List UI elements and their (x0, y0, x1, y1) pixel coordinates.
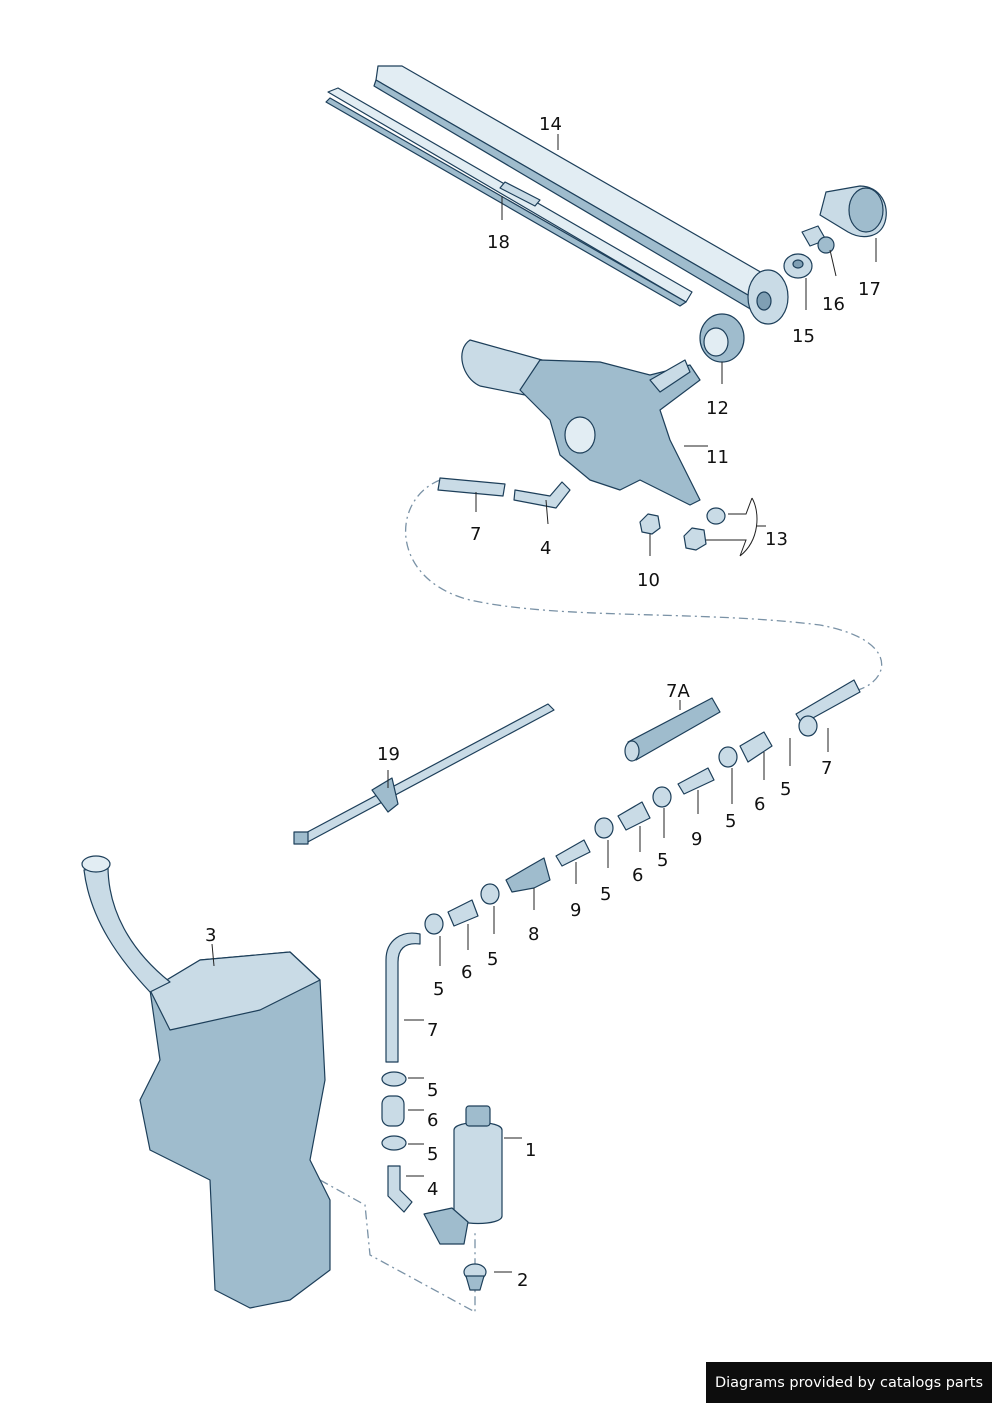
check-valve-9-a[interactable] (677, 767, 715, 795)
connector-6-b[interactable] (617, 801, 651, 831)
bolt-13-lower[interactable] (683, 527, 707, 551)
nut-10[interactable] (639, 513, 661, 535)
cable-tie[interactable] (293, 703, 555, 845)
callout-5-d: 5 (600, 884, 611, 905)
callout-11: 11 (706, 447, 729, 468)
callout-17: 17 (858, 279, 881, 300)
washer-pump[interactable] (423, 1105, 503, 1245)
hose-clamp-5-e[interactable] (480, 883, 500, 905)
callout-6-d: 6 (427, 1110, 438, 1131)
hose-clamp-5-a[interactable] (798, 715, 818, 737)
credit-banner: Diagrams provided by catalogs parts (706, 1362, 992, 1403)
nut-15[interactable] (783, 253, 813, 279)
callout-10: 10 (637, 570, 660, 591)
hose-clamp-5-b[interactable] (718, 746, 738, 768)
callout-9-a: 9 (691, 829, 702, 850)
callout-4-lower: 4 (427, 1179, 438, 1200)
callout-14: 14 (539, 114, 562, 135)
hose-clamp-5-f[interactable] (424, 913, 444, 935)
wiper-blade[interactable] (325, 87, 693, 307)
callout-5-b: 5 (725, 811, 736, 832)
callout-6-c: 6 (461, 962, 472, 983)
callout-5-f: 5 (433, 979, 444, 1000)
washer-fluid-reservoir[interactable] (81, 855, 331, 1309)
hose-clamp-5-g[interactable] (381, 1071, 407, 1087)
callout-12: 12 (706, 398, 729, 419)
callout-19: 19 (377, 744, 400, 765)
callout-15: 15 (792, 326, 815, 347)
callout-5-c: 5 (657, 850, 668, 871)
callout-9-b: 9 (570, 900, 581, 921)
callout-1: 1 (525, 1140, 536, 1161)
callout-6-a: 6 (754, 794, 765, 815)
elbow-connector-4-lower[interactable] (387, 1165, 413, 1213)
check-valve-9-b[interactable] (555, 839, 591, 867)
callout-5-e: 5 (487, 949, 498, 970)
callout-4-upper: 4 (540, 538, 551, 559)
pump-grommet[interactable] (463, 1263, 487, 1291)
hose-clamp-5-d[interactable] (594, 817, 614, 839)
callout-16: 16 (822, 294, 845, 315)
callout-labels: 14 18 17 16 15 12 11 7 4 13 10 7A 19 7 5… (205, 114, 881, 1291)
callout-13: 13 (765, 529, 788, 550)
bolt-13-upper[interactable] (706, 507, 726, 525)
hose-route-line (405, 479, 883, 691)
callout-5-g: 5 (427, 1080, 438, 1101)
callout-6-b: 6 (632, 865, 643, 886)
elbow-connector-4-upper[interactable] (513, 481, 571, 509)
callout-18: 18 (487, 232, 510, 253)
callout-5-a: 5 (780, 779, 791, 800)
hose-clamp-5-c[interactable] (652, 786, 672, 808)
seal-grommet[interactable] (699, 313, 745, 363)
washer-16[interactable] (801, 225, 835, 254)
hose-clamp-5-h[interactable] (381, 1135, 407, 1151)
connector-6-c[interactable] (447, 899, 479, 927)
callout-5-h: 5 (427, 1144, 438, 1165)
credit-text: Diagrams provided by catalogs parts (714, 1374, 984, 1391)
connector-6-d[interactable] (381, 1095, 405, 1127)
callout-7-right: 7 (821, 758, 832, 779)
insulating-sleeve-7A[interactable] (624, 697, 721, 762)
callout-2: 2 (517, 1270, 528, 1291)
callout-7-vertical: 7 (427, 1020, 438, 1041)
callout-7A: 7A (666, 681, 690, 702)
connector-6-a[interactable] (739, 731, 773, 763)
callout-3: 3 (205, 925, 216, 946)
hose-7-upper[interactable] (437, 477, 506, 497)
wiper-motor[interactable] (461, 339, 701, 506)
leader-lines (211, 134, 877, 1273)
callout-8: 8 (528, 924, 539, 945)
arm-cover-cap[interactable] (819, 185, 887, 238)
wiper-arm[interactable] (373, 65, 789, 325)
hose-7-vertical[interactable] (385, 932, 421, 1063)
callout-7-upper: 7 (470, 524, 481, 545)
nozzle-8[interactable] (505, 857, 551, 893)
